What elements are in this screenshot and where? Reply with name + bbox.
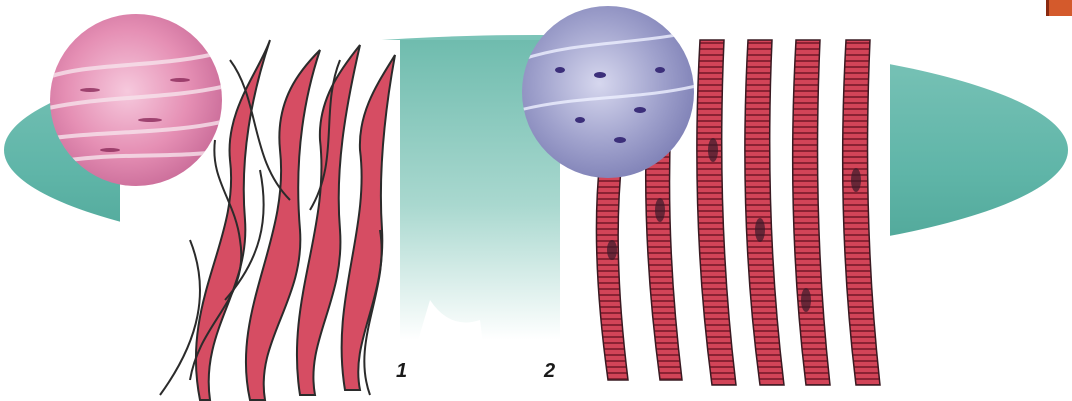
corner-tab bbox=[1046, 0, 1072, 16]
panel-label-cardiac: 2 bbox=[544, 360, 555, 383]
panel-label-smooth: 1 bbox=[396, 360, 407, 383]
